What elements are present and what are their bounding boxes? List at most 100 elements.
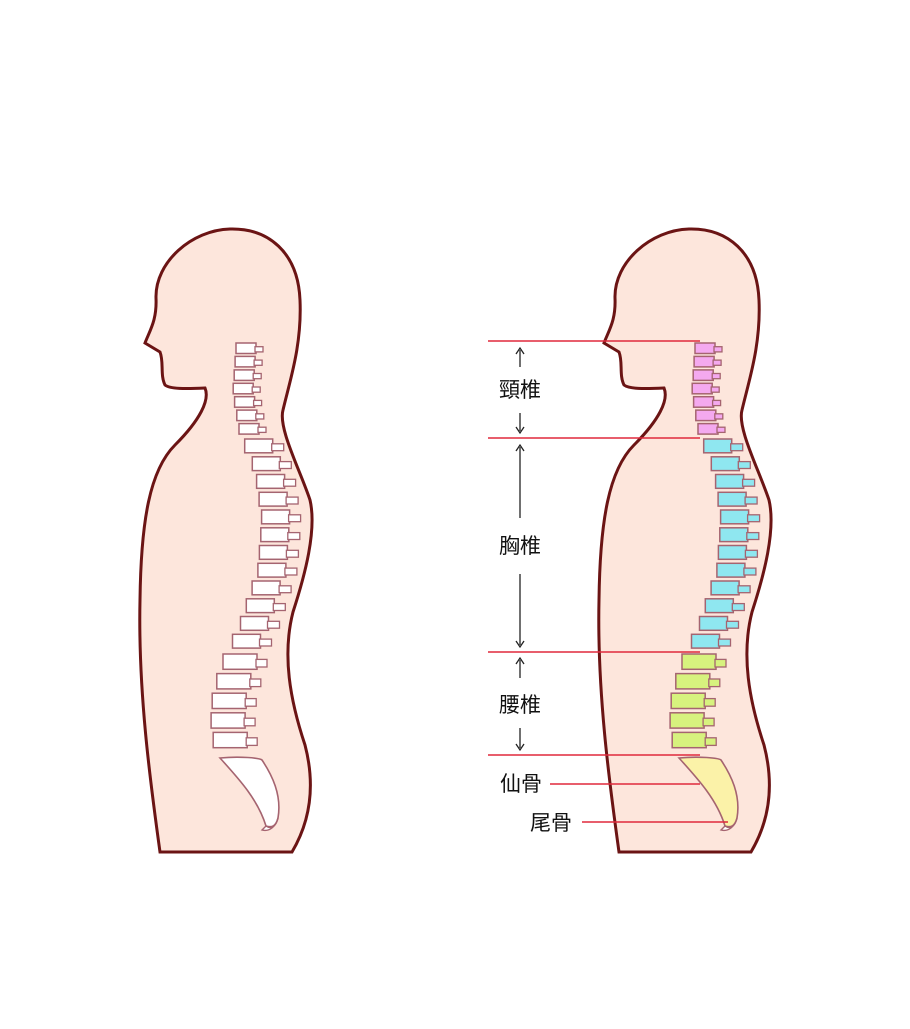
- cervical-vertebra-body: [695, 409, 717, 422]
- thoracic-vertebra-body: [255, 473, 286, 490]
- thoracic-vertebra-body: [251, 456, 282, 472]
- thoracic-vertebra-process: [725, 620, 740, 629]
- thoracic-vertebra-process: [744, 496, 758, 505]
- thoracic-vertebra-body: [719, 527, 749, 543]
- thoracic-vertebra-body: [710, 580, 740, 596]
- cervical-vertebra-body: [236, 409, 258, 422]
- thoracic-vertebra-process: [271, 443, 285, 452]
- cervical-vertebra-process: [712, 359, 722, 366]
- thoracic-vertebra-body: [257, 562, 287, 578]
- cervical-vertebra-body: [233, 395, 256, 408]
- thoracic-vertebra-process: [285, 496, 299, 505]
- cervical-vertebra-process: [711, 399, 722, 407]
- thoracic-vertebra-body: [258, 491, 288, 507]
- thoracic-vertebra-process: [287, 514, 302, 523]
- cervical-vertebra-process: [713, 346, 723, 353]
- thoracic-vertebra-body: [702, 438, 733, 454]
- cervical-vertebra-body: [697, 422, 719, 435]
- cervical-vertebra-body: [238, 422, 260, 435]
- thoracic-vertebra-body: [704, 598, 735, 614]
- cervical-vertebra-body: [694, 342, 716, 355]
- thoracic-vertebra-body: [260, 527, 290, 543]
- cervical-vertebra-process: [253, 359, 263, 366]
- thoracic-vertebra-body: [717, 491, 747, 507]
- thoracic-vertebra-body: [714, 473, 745, 490]
- lumbar-vertebra-process: [708, 678, 721, 688]
- cervical-vertebra-body: [233, 369, 255, 382]
- thoracic-vertebra-body: [690, 633, 721, 649]
- thoracic-vertebra-process: [284, 567, 298, 576]
- thoracic-vertebra-process: [266, 620, 281, 629]
- cervical-vertebra-body: [692, 395, 715, 408]
- cervical-vertebra-process: [252, 372, 262, 380]
- region-lines: [488, 340, 728, 823]
- label-coccyx: 尾骨: [530, 811, 572, 835]
- label-sacrum: 仙骨: [500, 772, 542, 796]
- cervical-vertebra-process: [252, 399, 263, 407]
- lumbar-vertebra-process: [703, 697, 716, 707]
- thoracic-vertebra-process: [258, 638, 273, 647]
- label-thoracic: 胸椎: [499, 534, 541, 558]
- cervical-vertebra-process: [254, 346, 264, 353]
- thoracic-vertebra-body: [251, 580, 281, 596]
- thoracic-vertebra-body: [258, 544, 289, 561]
- cervical-vertebra-body: [234, 355, 256, 368]
- right-figure: [597, 227, 773, 854]
- thoracic-vertebra-process: [278, 460, 292, 470]
- cervical-vertebra-process: [251, 386, 261, 393]
- thoracic-vertebra-process: [744, 549, 759, 558]
- cervical-vertebra-process: [714, 413, 724, 420]
- right-coccyx: [719, 817, 738, 832]
- lumbar-vertebra-body: [669, 712, 705, 729]
- left-coccyx: [260, 817, 279, 832]
- label-cervical: 頸椎: [499, 378, 541, 402]
- thoracic-vertebra-body: [260, 509, 291, 525]
- cervical-vertebra-process: [711, 372, 721, 380]
- cervical-vertebra-process: [710, 386, 720, 393]
- lumbar-vertebra-body: [210, 712, 246, 729]
- cervical-vertebra-body: [693, 355, 715, 368]
- thoracic-vertebra-body: [245, 598, 276, 614]
- arrow-lumbar-up: [515, 656, 525, 678]
- cervical-vertebra-body: [232, 382, 254, 395]
- arrow-thoracic-up: [515, 443, 525, 518]
- left-spine: [210, 342, 302, 749]
- cervical-vertebra-process: [257, 426, 267, 434]
- arrow-lumbar-down: [515, 728, 525, 752]
- lumbar-vertebra-process: [244, 697, 257, 707]
- cervical-vertebra-process: [716, 426, 726, 434]
- cervical-vertebra-body: [692, 369, 714, 382]
- thoracic-vertebra-process: [737, 585, 751, 594]
- arrow-cervical-down: [515, 413, 525, 435]
- lumbar-vertebra-body: [675, 672, 711, 690]
- thoracic-vertebra-body: [716, 562, 746, 578]
- thoracic-vertebra-body: [717, 544, 748, 561]
- thoracic-vertebra-body: [710, 456, 741, 472]
- lumbar-vertebra-body: [212, 731, 248, 749]
- lumbar-vertebra-process: [255, 658, 268, 668]
- thoracic-vertebra-process: [743, 567, 757, 576]
- lumbar-vertebra-body: [670, 692, 706, 710]
- thoracic-vertebra-process: [717, 638, 732, 647]
- thoracic-vertebra-body: [698, 615, 729, 632]
- thoracic-vertebra-body: [243, 438, 274, 454]
- thoracic-vertebra-process: [287, 531, 301, 541]
- arrow-thoracic-down: [515, 574, 525, 649]
- lumbar-vertebra-body: [211, 692, 247, 710]
- thoracic-vertebra-process: [731, 602, 745, 612]
- thoracic-vertebra-process: [282, 478, 297, 487]
- thoracic-vertebra-process: [737, 460, 751, 470]
- left-figure: [138, 227, 314, 854]
- lumbar-vertebra-process: [704, 737, 717, 747]
- lumbar-vertebra-body: [671, 731, 707, 749]
- region-arrows: [515, 346, 525, 752]
- label-lumbar: 腰椎: [499, 693, 541, 717]
- lumbar-vertebra-process: [245, 737, 258, 747]
- thoracic-vertebra-body: [231, 633, 262, 649]
- thoracic-vertebra-process: [741, 478, 756, 487]
- arrow-cervical-up: [515, 346, 525, 367]
- lumbar-vertebra-body: [222, 653, 258, 671]
- thoracic-vertebra-body: [239, 615, 270, 632]
